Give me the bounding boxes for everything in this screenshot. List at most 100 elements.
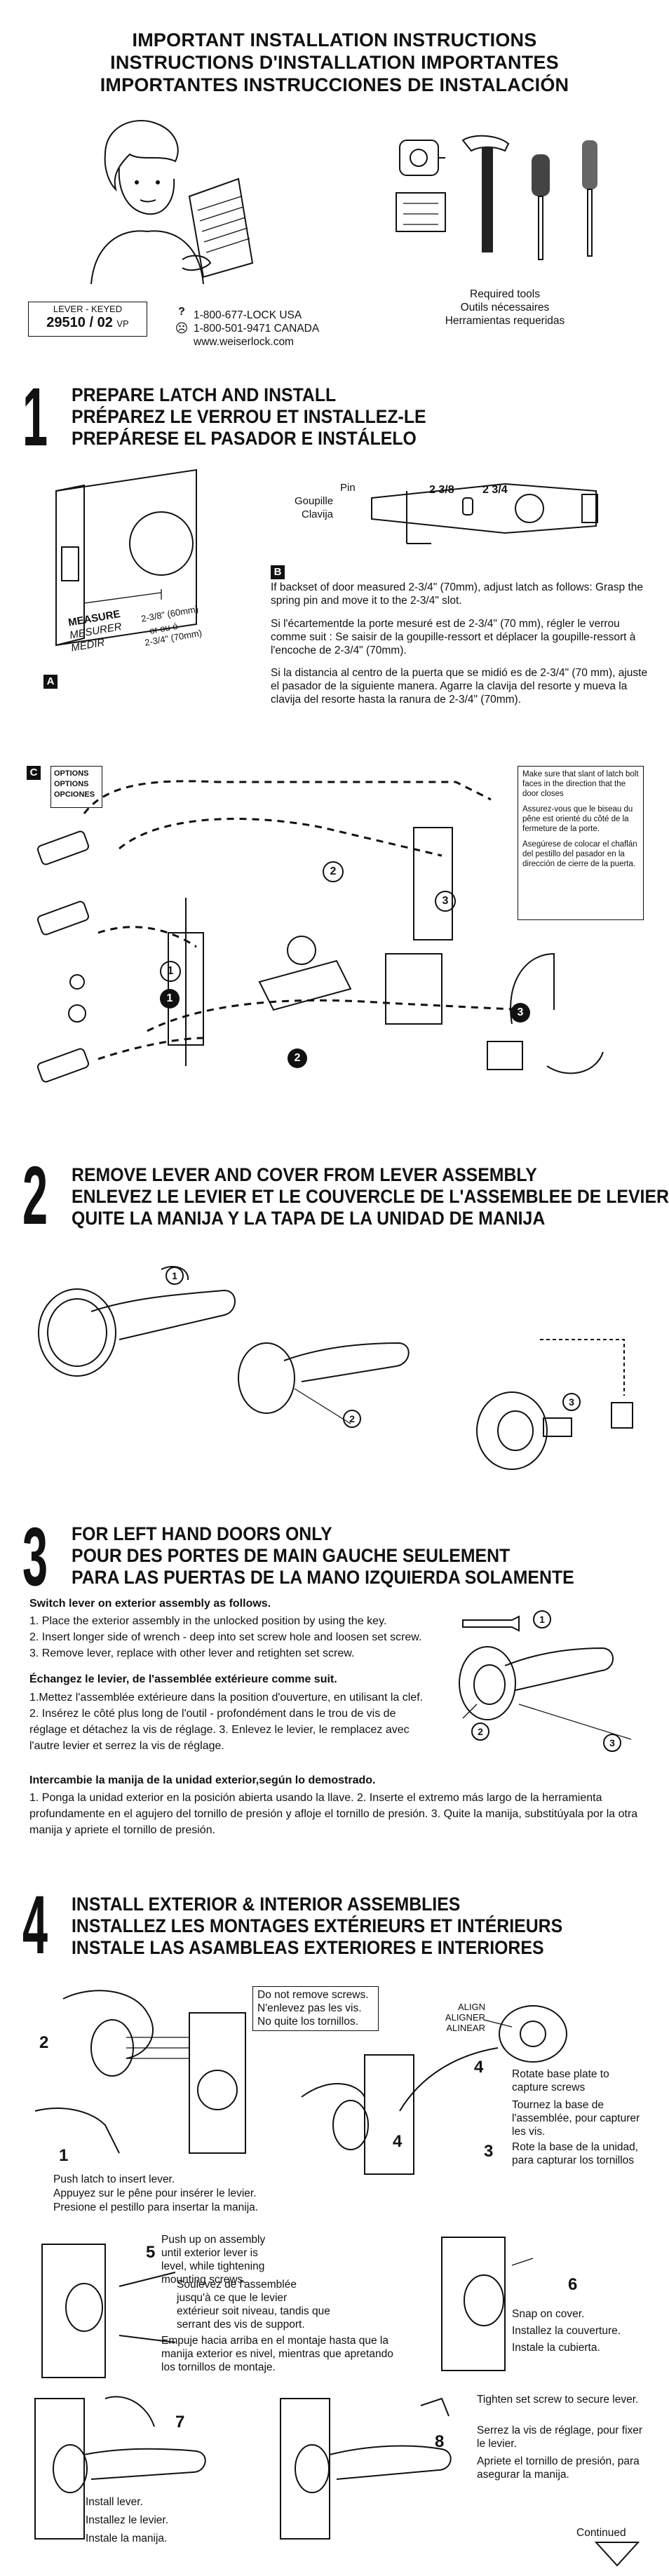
step4-heading-es: INSTALE LAS ASAMBLEAS EXTERIORES E INTER…: [72, 1937, 544, 1958]
step3-heading-es: PARA LAS PUERTAS DE LA MANO IZQUIERDA SO…: [72, 1567, 574, 1588]
tools-label-en: Required tools: [470, 288, 540, 300]
install-es: Instale la manija.: [86, 2533, 168, 2544]
s2-step-2: 2: [343, 1410, 361, 1428]
s4-num-7: 7: [175, 2413, 185, 2432]
c-step-2-outline: 2: [323, 861, 344, 882]
rotate-fr: Tournez la base de l'assemblée, pour cap…: [512, 2099, 640, 2138]
s4-num-6: 6: [568, 2275, 578, 2294]
s4-num-1: 1: [59, 2146, 69, 2165]
c-step-3-filled: 3: [511, 1003, 530, 1023]
c-step-1-outline: 1: [160, 961, 181, 982]
latch-note-es: Asegúrese de colocar el chaflán del pest…: [522, 840, 637, 868]
s3-sub-es: Intercambie la manija de la unidad exter…: [29, 1774, 376, 1786]
model-number: 29510 / 02: [46, 315, 113, 330]
tag-a: A: [43, 675, 58, 689]
tag-b: B: [271, 565, 285, 579]
model-box: LEVER - KEYED 29510 / 02 VP: [28, 302, 147, 337]
step2-heading-fr: ENLEVEZ LE LEVIER ET LE COUVERCLE DE L'A…: [72, 1186, 669, 1207]
lever-removal-diagram: [38, 1266, 633, 1470]
step3-heading-fr: POUR DES PORTES DE MAIN GAUCHE SEULEMENT: [72, 1545, 511, 1566]
title-french: INSTRUCTIONS D'INSTALLATION IMPORTANTES: [110, 52, 559, 73]
push-es: Presione el pestillo para insertar la ma…: [53, 2201, 259, 2213]
tools-illustration: [396, 135, 597, 260]
pin-label-es: Clavija: [302, 508, 334, 520]
install-fr: Installez le levier.: [86, 2514, 169, 2526]
install-en: Install lever.: [86, 2496, 143, 2508]
pin-label-fr: Goupille: [295, 495, 334, 507]
step4-heading-en: INSTALL EXTERIOR & INTERIOR ASSEMBLIES: [72, 1894, 461, 1915]
b-text-en: If backset of door measured 2-3/4" (70mm…: [271, 581, 644, 607]
step-number-4: 4: [22, 1879, 48, 1971]
step2-heading-en: REMOVE LEVER AND COVER FROM LEVER ASSEMB…: [72, 1164, 537, 1185]
step-number-1: 1: [22, 371, 48, 464]
pushup-en: Push up on assembly until exterior lever…: [161, 2234, 266, 2286]
c-step-1-filled: 1: [160, 989, 180, 1009]
align-es: ALINEAR: [446, 2023, 485, 2033]
s3-sub-en: Switch lever on exterior assembly as fol…: [29, 1598, 271, 1610]
tag-c: C: [27, 766, 41, 780]
s4-num-8: 8: [435, 2432, 445, 2451]
b-text-es: Si la distancia al centro de la puerta q…: [271, 667, 648, 706]
options-box: OPTIONS OPTIONS OPCIONES: [50, 766, 102, 808]
s2-step-1: 1: [165, 1267, 184, 1285]
assembly-install-diagram-mid: [41, 2237, 534, 2427]
step1-heading-en: PREPARE LATCH AND INSTALL: [72, 384, 337, 405]
snap-es: Instale la cubierta.: [512, 2342, 600, 2354]
continued-label: Continued: [576, 2527, 626, 2539]
pushup-es: Empuje hacia arriba en el montaje hasta …: [161, 2335, 393, 2373]
s3-step-2: 2: [471, 1722, 489, 1741]
model-suffix: VP: [116, 318, 129, 329]
options-en: OPTIONS: [54, 769, 89, 778]
screws-fr: N'enlevez pas les vis.: [257, 2002, 362, 2014]
s3-step-3: 3: [603, 1734, 621, 1752]
screws-es: No quite los tornillos.: [257, 2016, 358, 2028]
s4-num-4a: 4: [474, 2058, 484, 2077]
s2-step-3: 3: [562, 1393, 581, 1411]
align-en: ALIGN: [457, 2002, 485, 2012]
push-en: Push latch to insert lever.: [53, 2173, 175, 2185]
assembly-install-diagram-top: [34, 1990, 567, 2175]
tighten-fr: Apriete el tornillo de presión, para ase…: [477, 2455, 640, 2481]
phone-canada: 1-800-501-9471 CANADA: [194, 323, 320, 335]
latch-slot-diagram: [371, 483, 598, 544]
lever-swap-diagram: [459, 1615, 632, 1740]
s4-num-4b: 4: [393, 2132, 403, 2151]
tools-label-es: Herramientas requeridas: [445, 315, 565, 327]
step1-heading-fr: PRÉPAREZ LE VERROU ET INSTALLEZ-LE: [72, 406, 426, 427]
step-number-2: 2: [22, 1149, 48, 1242]
options-fr: OPTIONS: [54, 780, 89, 788]
rotate-es: Rote la base de la unidad, para capturar…: [512, 2141, 639, 2166]
screws-en: Do not remove screws.: [257, 1989, 369, 2001]
align-fr: ALIGNER: [445, 2012, 485, 2023]
step2-heading-es: QUITE LA MANIJA Y LA TAPA DE LA UNIDAD D…: [72, 1208, 546, 1229]
s3-en-2: 2. Insert longer side of wrench - deep i…: [29, 1631, 422, 1643]
s3-en-1: 1. Place the exterior assembly in the un…: [29, 1615, 387, 1627]
assembly-install-diagram-bottom: [34, 2397, 640, 2567]
step1-heading-es: PREPÁRESE EL PASADOR E INSTÁLELO: [72, 428, 417, 449]
s3-fr-text: 1.Mettez l'assemblée extérieure dans la …: [29, 1692, 424, 1752]
title-english: IMPORTANT INSTALLATION INSTRUCTIONS: [132, 29, 537, 50]
latch-install-diagram: [37, 780, 604, 1083]
website-link[interactable]: www.weiserlock.com: [194, 336, 294, 348]
s3-sub-fr: Échangez le levier, de l'assemblée extér…: [29, 1673, 337, 1685]
snap-en: Snap on cover.: [512, 2308, 585, 2320]
push-fr: Appuyez sur le pêne pour insérer le levi…: [53, 2187, 257, 2199]
options-es: OPCIONES: [54, 790, 95, 799]
rotate-en: Rotate base plate to capture screws: [512, 2068, 609, 2093]
step4-heading-fr: INSTALLEZ LES MONTAGES EXTÉRIEURS ET INT…: [72, 1915, 563, 1936]
latch-note-box: Make sure that slant of latch bolt faces…: [518, 766, 644, 920]
tighten-en: Tighten set screw to secure lever.: [477, 2394, 639, 2406]
s3-step-1: 1: [533, 1610, 551, 1628]
model-label: LEVER - KEYED: [53, 304, 123, 314]
b-text-fr: Si l'écartementde la porte mesuré est de…: [271, 618, 636, 656]
pushup-fr: Soulevez de l'assemblée jusqu'à ce que l…: [177, 2279, 330, 2331]
tools-label-fr: Outils nécessaires: [460, 302, 550, 313]
pin-label-en: Pin: [340, 482, 356, 494]
s3-es-text: 1. Ponga la unidad exterior en la posici…: [29, 1792, 638, 1836]
s3-en-3: 3. Remove lever, replace with other leve…: [29, 1647, 355, 1659]
slot-234: 2 3/4: [482, 484, 508, 496]
snap-fr: Installez la couverture.: [512, 2325, 621, 2337]
c-step-3-outline: 3: [435, 891, 456, 912]
reader-illustration: [90, 120, 254, 285]
door-edge-diagram: [55, 468, 197, 647]
